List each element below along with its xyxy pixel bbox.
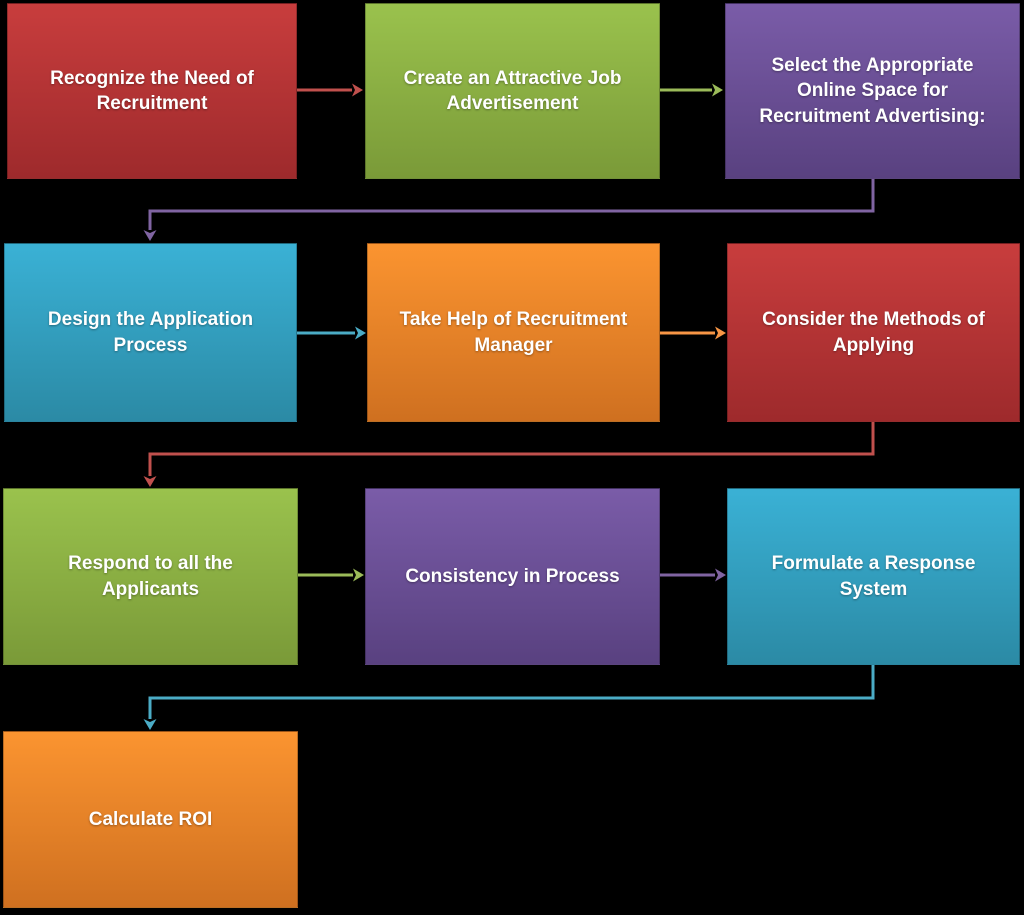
arrow-1-to-2 [297,83,363,97]
flow-node-label: Consistency in Process [405,565,620,587]
flow-node-label: Consider the Methods of Applying [762,309,985,356]
flow-node-respond-applicants: Respond to all the Applicants [3,488,298,665]
elbow-9-to-10 [143,665,875,730]
flow-node-label: Calculate ROI [88,808,213,830]
flow-node-response-system: Formulate a Response System [727,488,1020,665]
elbow-6-to-7 [143,422,875,487]
flow-node-select-online-space: Select the Appropriate Online Space for … [725,3,1020,179]
arrow-5-to-6 [660,326,726,340]
flow-node-label: Create an Attractive Job Advertisement [403,67,622,114]
flow-node-label: Formulate a Response System [771,553,976,600]
arrow-8-to-9 [660,568,726,582]
flow-node-methods-of-applying: Consider the Methods of Applying [727,243,1020,422]
flow-node-label: Take Help of Recruitment Manager [399,309,628,356]
flow-node-recruitment-manager: Take Help of Recruitment Manager [367,243,660,422]
flow-node-recognize-need: Recognize the Need of Recruitment [7,3,297,179]
flow-node-label: Select the Appropriate Online Space for … [759,55,986,127]
flow-node-label: Respond to all the Applicants [68,553,233,600]
flow-node-label: Recognize the Need of Recruitment [50,67,254,114]
arrow-4-to-5 [297,326,366,340]
arrow-2-to-3 [660,83,723,97]
flow-node-design-application: Design the Application Process [4,243,297,422]
flow-node-consistency: Consistency in Process [365,488,660,665]
elbow-3-to-4 [143,179,875,241]
flow-node-create-job-ad: Create an Attractive Job Advertisement [365,3,660,179]
arrow-7-to-8 [298,568,364,582]
flow-node-calculate-roi: Calculate ROI [3,731,298,908]
flow-node-label: Design the Application Process [47,309,254,356]
